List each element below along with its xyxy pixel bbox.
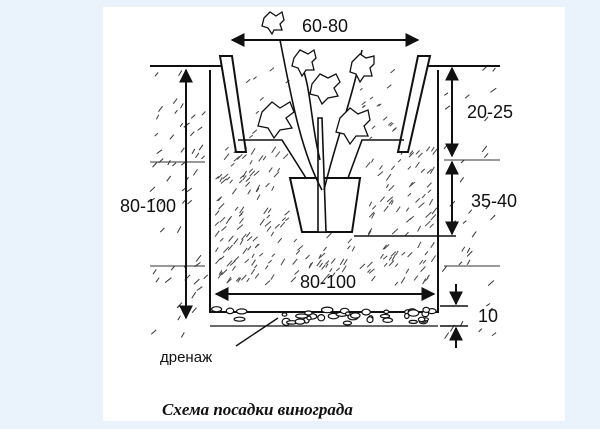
soil-texture xyxy=(149,66,500,339)
middle-layer-label: 35-40 xyxy=(471,191,517,211)
drainage-thickness-label: 10 xyxy=(478,306,498,326)
drainage-callout-line xyxy=(235,317,279,347)
funnel-outline xyxy=(238,139,404,179)
bottom-width-label: 80-100 xyxy=(300,272,356,292)
right-plank xyxy=(396,55,432,153)
drainage-layer xyxy=(210,306,438,327)
top-width-label: 60-80 xyxy=(302,16,348,36)
total-depth-label: 80-100 xyxy=(120,196,176,216)
support-stake xyxy=(317,117,327,233)
drainage-label: дренаж xyxy=(160,349,212,366)
upper-layer-label: 20-25 xyxy=(467,102,513,122)
diagram-caption: Схема посадки винограда xyxy=(162,400,353,419)
pit-fill-texture xyxy=(214,67,438,286)
drainage-reference-lines xyxy=(440,305,468,327)
left-plank xyxy=(218,55,248,153)
vine-leaves xyxy=(257,10,375,146)
